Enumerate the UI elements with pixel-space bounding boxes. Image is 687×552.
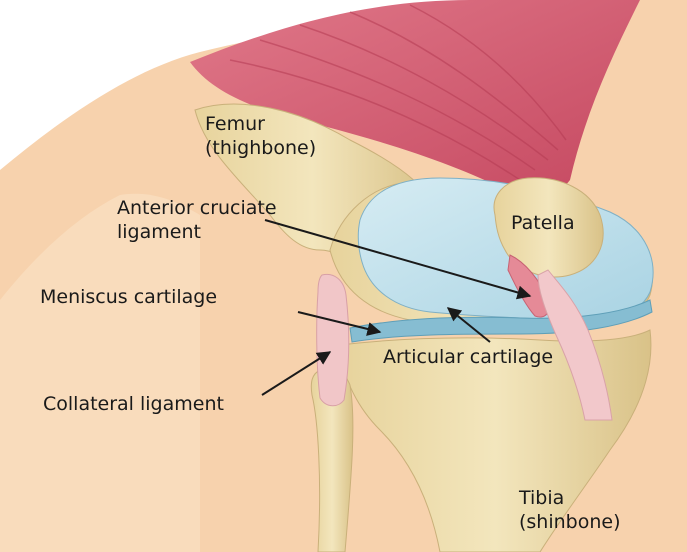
femur-label-line1: Femur [205, 112, 316, 136]
tibia-label: Tibia (shinbone) [519, 486, 621, 534]
femur-label-line2: (thighbone) [205, 136, 316, 160]
femur-label: Femur (thighbone) [205, 112, 316, 160]
acl-label: Anterior cruciate ligament [117, 196, 277, 244]
collateral-label: Collateral ligament [43, 393, 224, 416]
tibia-label-line2: (shinbone) [519, 510, 621, 534]
articular-label: Articular cartilage [383, 346, 553, 369]
collateral-ligament [317, 274, 349, 405]
acl-label-line1: Anterior cruciate [117, 196, 277, 220]
tibia-label-line1: Tibia [519, 486, 621, 510]
patella-label: Patella [511, 212, 575, 235]
acl-label-line2: ligament [117, 220, 277, 244]
meniscus-label: Meniscus cartilage [40, 286, 217, 309]
